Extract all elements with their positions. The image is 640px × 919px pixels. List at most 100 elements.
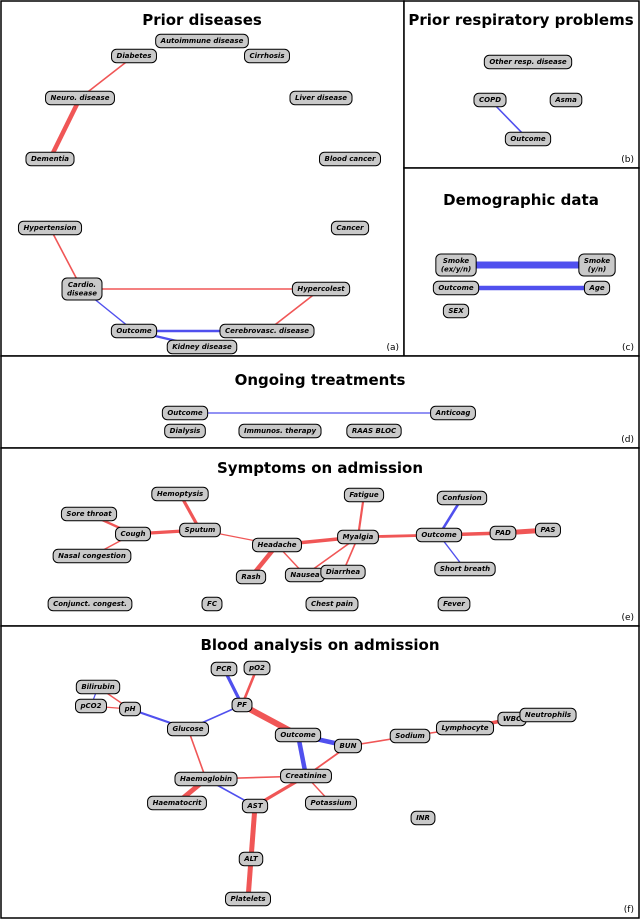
- panel-frame: [0, 0, 405, 357]
- node-label: FC: [207, 600, 218, 608]
- node-label: Glucose: [172, 725, 203, 733]
- node-label: Cough: [121, 530, 146, 538]
- node-dialysis: Dialysis: [164, 423, 206, 439]
- node-chestpain: Chest pain: [305, 596, 359, 612]
- node-box: [583, 280, 611, 296]
- node-confusion: Confusion: [436, 490, 488, 506]
- node-label: INR: [416, 814, 430, 822]
- node-label: Conjunct. congest.: [53, 600, 127, 608]
- node-label: Kidney disease: [172, 343, 232, 351]
- node-box: [442, 303, 470, 319]
- node-label: BUN: [340, 742, 357, 750]
- node-label: Haematocrit: [153, 799, 203, 807]
- node-label: Neuro. disease: [51, 94, 110, 102]
- node-box: [435, 720, 495, 736]
- node-label: COPD: [479, 96, 501, 104]
- node-platelets: Platelets: [224, 891, 272, 907]
- node-box: [320, 564, 366, 580]
- node-potassium: Potassium: [304, 795, 358, 811]
- node-label: PCR: [216, 665, 232, 673]
- panel-title: Prior respiratory problems: [408, 11, 633, 29]
- node-label: Hypertension: [23, 224, 76, 232]
- node-box: [147, 795, 207, 811]
- node-label: PAS: [541, 526, 556, 534]
- edge-glucose-haemoglobin: [187, 728, 207, 780]
- node-label: pO2: [248, 664, 265, 672]
- node-label: Dialysis: [170, 427, 201, 435]
- node-box: [166, 339, 238, 355]
- node-label: Bilirubin: [81, 683, 114, 691]
- node-label: Cancer: [336, 224, 364, 232]
- node-box: [17, 220, 83, 236]
- node-fatigue: Fatigue: [343, 487, 385, 503]
- node-smokeb: Smoke(y/n): [578, 253, 616, 277]
- node-label: Creatinine: [286, 772, 327, 780]
- node-box: [210, 661, 238, 677]
- node-pad: PAD: [489, 525, 517, 541]
- panel-tag: (c): [622, 343, 634, 353]
- node-label: Sputum: [185, 526, 216, 534]
- node-glucose: Glucose: [166, 721, 210, 737]
- node-box: [47, 596, 133, 612]
- node-label: Nausea: [290, 571, 319, 579]
- node-box: [155, 33, 249, 49]
- node-label: Lymphocyte: [441, 724, 488, 732]
- node-pco2: pCO2: [75, 698, 107, 714]
- node-box: [337, 529, 379, 545]
- node-immunos: Immunos. therapy: [238, 423, 322, 439]
- node-label: Other resp. disease: [489, 58, 567, 66]
- node-label: Sodium: [395, 732, 425, 740]
- node-label: Short breath: [440, 565, 490, 573]
- node-haemoglobin: Haemoglobin: [174, 771, 238, 787]
- node-otherresp: Other resp. disease: [483, 54, 573, 70]
- node-label: Outcome: [167, 409, 203, 417]
- panel-tag: (f): [624, 905, 634, 915]
- node-box: [578, 253, 616, 277]
- node-box: [243, 660, 271, 676]
- node-fc: FC: [201, 596, 223, 612]
- node-label: Myalgia: [343, 533, 374, 541]
- node-haematocrit: Haematocrit: [147, 795, 207, 811]
- edge-ast-alt: [248, 805, 258, 860]
- node-po2: pO2: [243, 660, 271, 676]
- node-box: [166, 721, 210, 737]
- node-label: ALT: [243, 855, 259, 863]
- node-sputum: Sputum: [179, 522, 221, 538]
- panel-title: Blood analysis on admission: [200, 636, 439, 654]
- panel-title: Symptoms on admission: [217, 459, 423, 477]
- node-neuro: Neuro. disease: [45, 90, 115, 106]
- node-nasal: Nasal congestion: [52, 548, 132, 564]
- node-box: [110, 323, 158, 339]
- node-cough: Cough: [115, 526, 151, 542]
- node-outcome: Outcome: [504, 131, 552, 147]
- node-label: Cardio.disease: [67, 281, 97, 298]
- node-box: [410, 810, 436, 826]
- node-bilirubin: Bilirubin: [75, 679, 121, 695]
- node-label: PF: [237, 701, 247, 709]
- node-label: Sore throat: [66, 510, 112, 518]
- node-box: [549, 92, 583, 108]
- panel-c: Demographic data(c)Smoke(ex/y/n)Smoke(y/…: [403, 167, 640, 357]
- node-box: [473, 92, 507, 108]
- node-diarrhea: Diarrhea: [320, 564, 366, 580]
- node-box: [437, 596, 471, 612]
- node-label: Blood cancer: [324, 155, 376, 163]
- node-autoimmune: Autoimmune disease: [155, 33, 249, 49]
- node-label: Immunos. therapy: [244, 427, 316, 435]
- node-box: [252, 537, 302, 553]
- node-label: Confusion: [442, 494, 481, 502]
- node-raas: RAAS BLOC: [346, 423, 402, 439]
- node-label: pCO2: [80, 702, 102, 710]
- node-sex: SEX: [442, 303, 470, 319]
- node-box: [415, 527, 463, 543]
- node-label: Fatigue: [349, 491, 378, 499]
- node-liver: Liver disease: [289, 90, 353, 106]
- node-pas: PAS: [535, 522, 561, 538]
- node-label: Diabetes: [117, 52, 152, 60]
- node-box: [238, 851, 264, 867]
- node-headache: Headache: [252, 537, 302, 553]
- node-box: [519, 707, 577, 723]
- node-label: Nasal congestion: [58, 552, 126, 560]
